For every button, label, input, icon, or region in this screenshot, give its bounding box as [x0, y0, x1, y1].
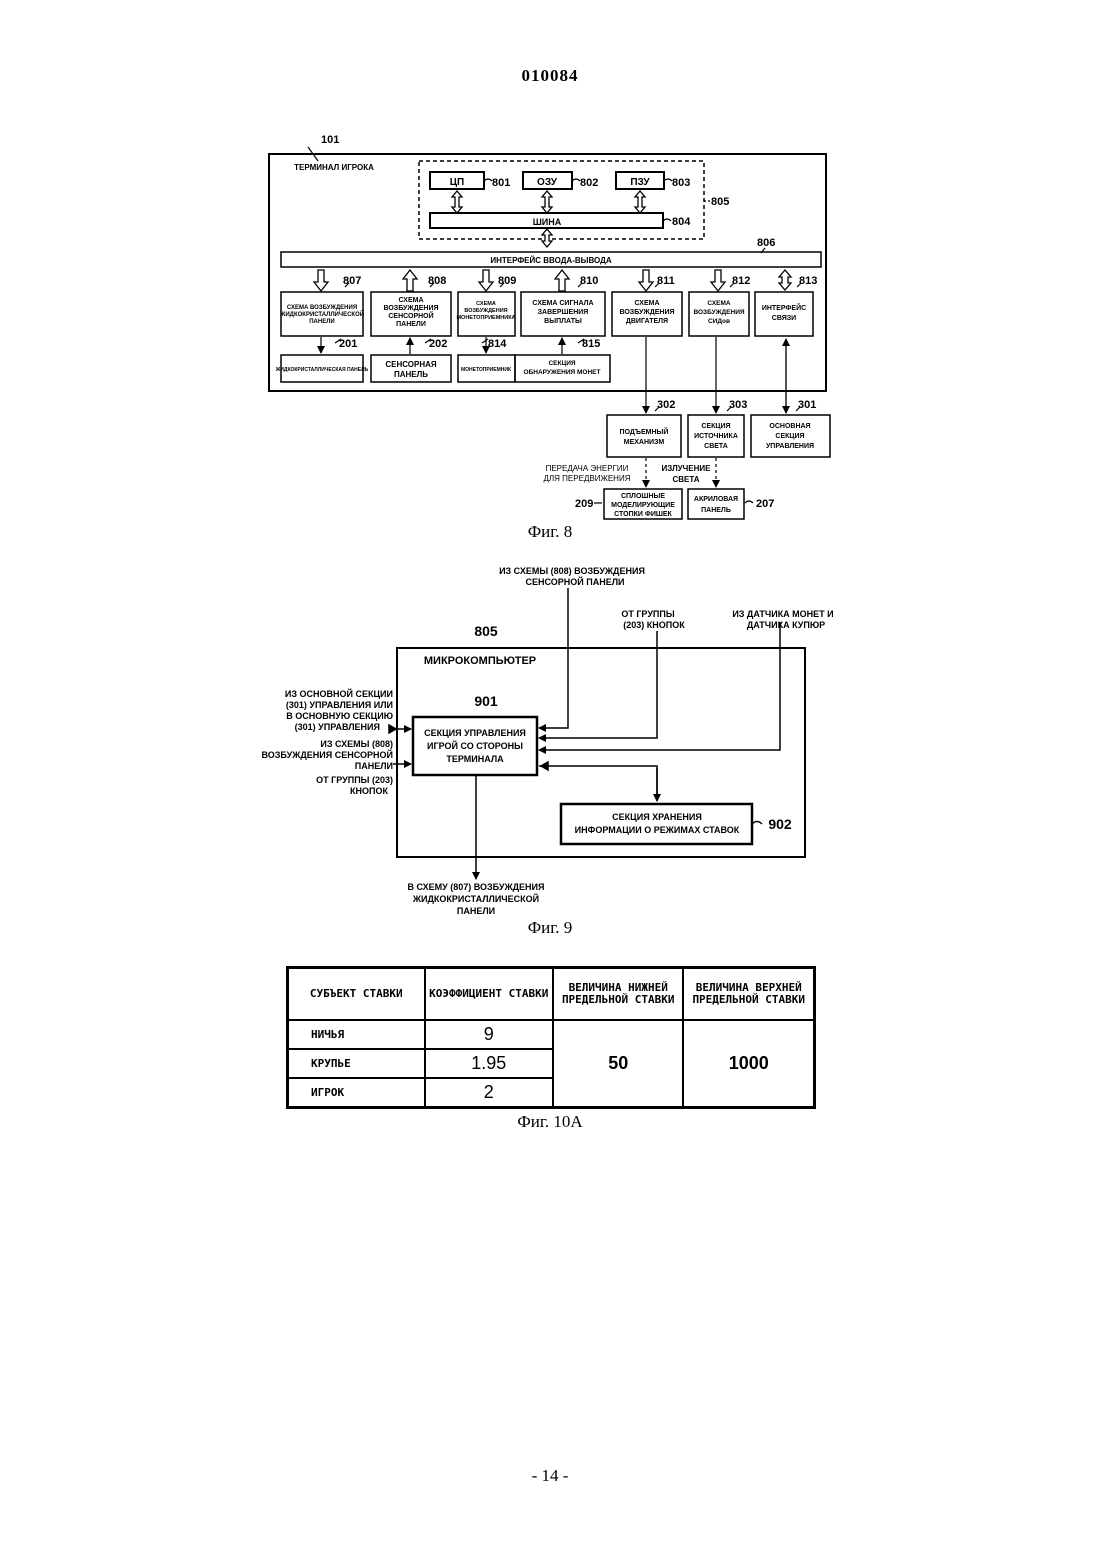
label-from-buttons-top-2: (203) КНОПОК — [623, 620, 685, 630]
label-from-main-3: В ОСНОВНУЮ СЕКЦИЮ — [286, 711, 393, 721]
label-from-main-1: ИЗ ОСНОВНОЙ СЕКЦИИ — [285, 688, 393, 699]
label-from-buttons-left-1: ОТ ГРУППЫ (203) — [316, 775, 393, 785]
label-from-main-4: (301) УПРАВЛЕНИЯ — [295, 722, 380, 732]
label-from-main-2: (301) УПРАВЛЕНИЯ ИЛИ — [286, 700, 393, 710]
header-upper: ВЕЛИЧИНА ВЕРХНЕЙ ПРЕДЕЛЬНОЙ СТАВКИ — [683, 968, 814, 1021]
cell-subject: КРУПЬЕ — [288, 1049, 425, 1078]
label-to-lcd-3: ПАНЕЛИ — [457, 906, 495, 916]
page-number: - 14 - — [0, 1466, 1100, 1486]
figure-9-caption: Фиг. 9 — [0, 918, 1100, 938]
ref-storage-9: 902 — [768, 816, 792, 832]
label-from-touch-left-1: ИЗ СХЕМЫ (808) — [320, 739, 393, 749]
label-from-touch-top-1: ИЗ СХЕМЫ (808) ВОЗБУЖДЕНИЯ — [499, 566, 645, 576]
cell-subject: ИГРОК — [288, 1078, 425, 1108]
cell-upper-limit: 1000 — [683, 1020, 814, 1108]
label-from-touch-top-2: СЕНСОРНОЙ ПАНЕЛИ — [525, 576, 624, 587]
label-to-lcd-1: В СХЕМУ (807) ВОЗБУЖДЕНИЯ — [407, 882, 544, 892]
label-from-buttons-top-1: ОТ ГРУППЫ — [621, 609, 675, 619]
label-micro-9: МИКРОКОМПЬЮТЕР — [424, 655, 536, 667]
label-control-2: ИГРОЙ СО СТОРОНЫ — [427, 740, 523, 751]
bet-table: СУБЪЕКТ СТАВКИ КОЭФФИЦИЕНТ СТАВКИ ВЕЛИЧИ… — [286, 966, 816, 1109]
header-subject: СУБЪЕКТ СТАВКИ — [288, 968, 425, 1021]
label-control-3: ТЕРМИНАЛА — [446, 754, 504, 764]
cell-lower-limit: 50 — [553, 1020, 683, 1108]
label-from-sensors-1: ИЗ ДАТЧИКА МОНЕТ И — [732, 609, 833, 619]
figure-9-diagram: 805 901 902 МИКРОКОМПЬЮТЕР СЕКЦИЯ УПРАВЛ… — [0, 0, 1100, 940]
bet-storage-box — [561, 804, 752, 844]
label-storage-1: СЕКЦИЯ ХРАНЕНИЯ — [612, 812, 702, 822]
figure-10a-caption: Фиг. 10А — [0, 1112, 1100, 1132]
label-storage-2: ИНФОРМАЦИИ О РЕЖИМАХ СТАВОК — [575, 825, 740, 835]
cell-coef: 9 — [425, 1020, 553, 1049]
label-to-lcd-2: ЖИДКОКРИСТАЛЛИЧЕСКОЙ — [412, 893, 539, 904]
label-from-touch-left-2: ВОЗБУЖДЕНИЯ СЕНСОРНОЙ — [262, 749, 394, 760]
label-from-sensors-2: ДАТЧИКА КУПЮР — [747, 620, 825, 630]
header-coef: КОЭФФИЦИЕНТ СТАВКИ — [425, 968, 553, 1021]
label-control-1: СЕКЦИЯ УПРАВЛЕНИЯ — [424, 728, 526, 738]
label-from-touch-left-3: ПАНЕЛИ — [355, 761, 393, 771]
ref-micro-9: 805 — [474, 623, 498, 639]
table-row: НИЧЬЯ 9 50 1000 — [288, 1020, 815, 1049]
cell-coef: 1.95 — [425, 1049, 553, 1078]
cell-subject: НИЧЬЯ — [288, 1020, 425, 1049]
header-lower: ВЕЛИЧИНА НИЖНЕЙ ПРЕДЕЛЬНОЙ СТАВКИ — [553, 968, 683, 1021]
ref-control-9: 901 — [474, 693, 498, 709]
cell-coef: 2 — [425, 1078, 553, 1108]
label-from-buttons-left-2: КНОПОК — [350, 786, 388, 796]
